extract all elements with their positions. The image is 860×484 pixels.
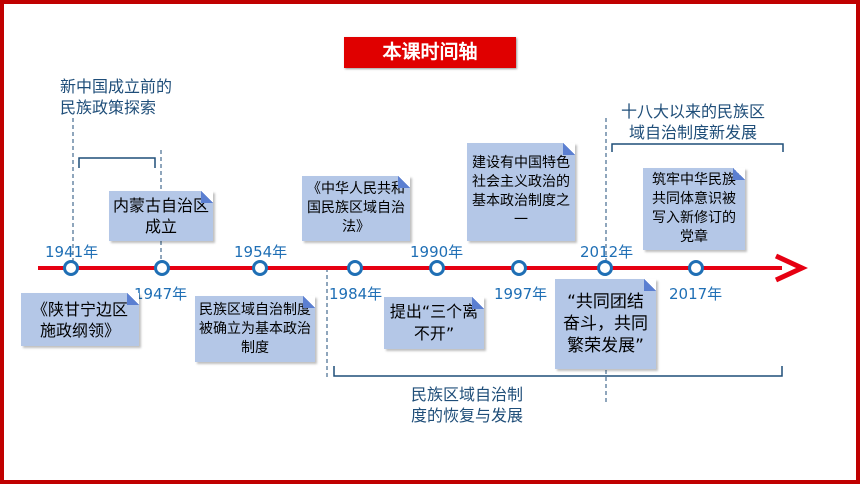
- year-label-2017: 2017年: [669, 285, 723, 303]
- event-text: 民族区域自治制度被确立为基本政治制度: [199, 301, 311, 356]
- event-card-1990: 提出“三个离不开”: [384, 297, 484, 349]
- page-fold-icon: [644, 279, 656, 291]
- bracket: [611, 143, 784, 152]
- period-label-pre1949: 新中国成立前的 民族政策探索: [60, 76, 172, 118]
- event-text: “共同团结奋斗，共同繁荣发展”: [563, 292, 648, 356]
- page-fold-icon: [472, 297, 484, 309]
- period-label-line: 民族政策探索: [60, 98, 157, 117]
- event-card-1941: 《陕甘宁边区施政纲领》: [21, 293, 139, 346]
- timeline-node-1984: [347, 260, 363, 276]
- event-text: 建设有中国特色社会主义政治的基本政治制度之一: [472, 155, 570, 228]
- timeline-node-1997: [511, 260, 527, 276]
- event-text: 《陕甘宁边区施政纲领》: [31, 299, 128, 340]
- year-label-1997: 1997年: [494, 285, 548, 303]
- page-fold-icon: [398, 176, 410, 188]
- event-text: 《中华人民共和国民族区域自治法》: [307, 181, 405, 235]
- page-fold-icon: [303, 296, 315, 308]
- event-card-1997: 建设有中国特色社会主义政治的基本政治制度之一: [467, 143, 575, 241]
- period-label-recovery: 民族区域自治制 度的恢复与发展: [411, 384, 523, 426]
- event-card-1947: 内蒙古自治区成立: [109, 191, 213, 241]
- page-fold-icon: [563, 143, 575, 155]
- page-fold-icon: [733, 168, 745, 180]
- timeline-node-1947: [154, 260, 170, 276]
- period-label-line: 民族区域自治制: [411, 385, 524, 404]
- period-label-18th-congress: 十八大以来的民族区 域自治制度新发展: [621, 101, 765, 143]
- timeline-arrow-head: [774, 253, 808, 283]
- event-text: 提出“三个离不开”: [389, 302, 479, 343]
- event-card-1954: 民族区域自治制度被确立为基本政治制度: [195, 296, 315, 362]
- year-label-1990: 1990年: [410, 243, 464, 261]
- timeline-node-1990: [429, 260, 445, 276]
- timeline-node-2012: [597, 260, 613, 276]
- year-label-1984: 1984年: [329, 285, 383, 303]
- period-label-line: 度的恢复与发展: [411, 406, 524, 425]
- bracket: [78, 157, 156, 168]
- timeline-node-1954: [252, 260, 268, 276]
- event-text: 内蒙古自治区成立: [113, 196, 210, 236]
- page-fold-icon: [127, 293, 139, 305]
- year-label-1954: 1954年: [234, 243, 288, 261]
- event-card-2012: “共同团结奋斗，共同繁荣发展”: [555, 279, 656, 369]
- period-label-line: 域自治制度新发展: [629, 123, 758, 142]
- page-title: 本课时间轴: [344, 37, 516, 68]
- year-label-1941: 1941年: [45, 243, 99, 261]
- event-card-2017: 筑牢中华民族共同体意识被写入新修订的党章: [643, 168, 745, 250]
- event-text: 筑牢中华民族共同体意识被写入新修订的党章: [652, 172, 736, 245]
- event-card-1984: 《中华人民共和国民族区域自治法》: [302, 176, 410, 241]
- page-fold-icon: [201, 191, 213, 203]
- period-label-line: 十八大以来的民族区: [621, 102, 766, 121]
- timeline-node-1941: [63, 260, 79, 276]
- period-label-line: 新中国成立前的: [60, 77, 173, 96]
- year-label-1947: 1947年: [134, 285, 188, 303]
- timeline-node-2017: [688, 260, 704, 276]
- year-label-2012: 2012年: [580, 243, 634, 261]
- bracket: [333, 366, 783, 377]
